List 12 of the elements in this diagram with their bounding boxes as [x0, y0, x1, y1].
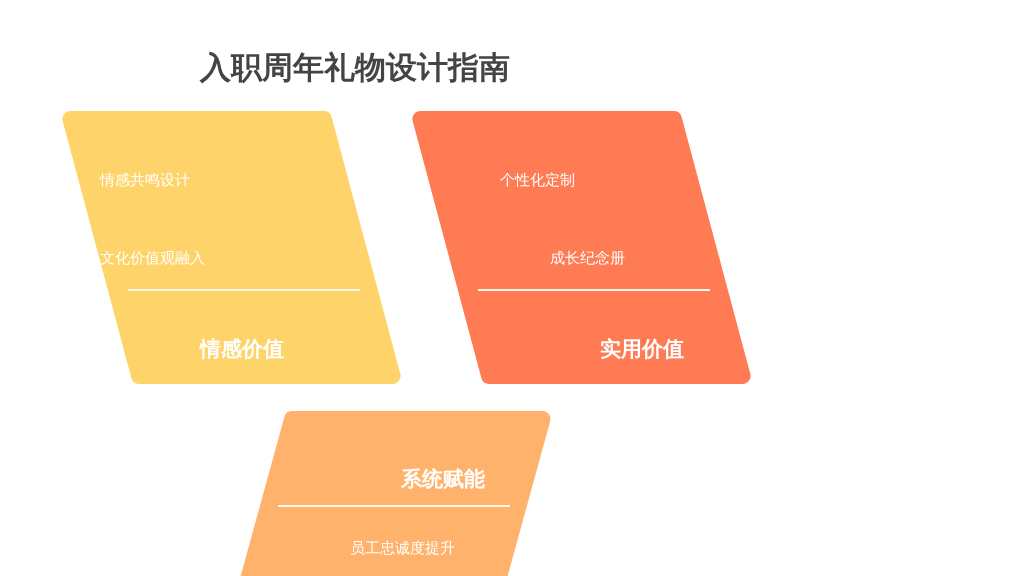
- parallelogram-card: [240, 411, 553, 576]
- diagram-title: 入职周年礼物设计指南: [200, 49, 510, 86]
- item-text: 文化价值观融入: [100, 249, 205, 267]
- card-heading: 情感价值: [200, 337, 284, 362]
- item-text: 情感共鸣设计: [100, 171, 190, 189]
- item-text: 个性化定制: [500, 171, 575, 189]
- parallelogram-card: [60, 111, 403, 384]
- item-text: 员工忠诚度提升: [350, 539, 455, 557]
- parallelogram-card: [410, 111, 753, 384]
- item-text: 成长纪念册: [550, 249, 625, 267]
- card-heading: 系统赋能: [401, 467, 485, 492]
- card-heading: 实用价值: [600, 337, 684, 362]
